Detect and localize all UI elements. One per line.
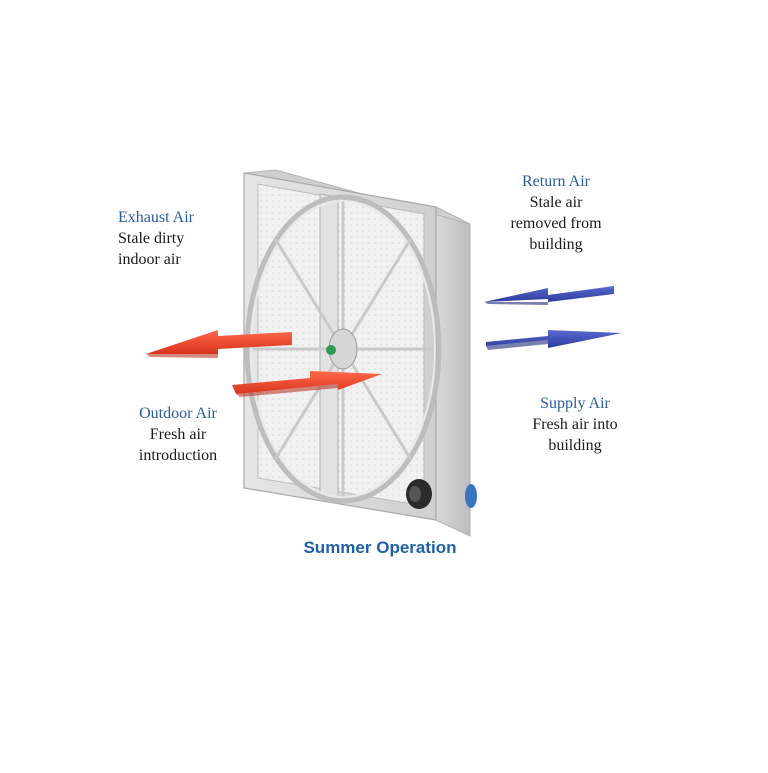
supply-air-title: Supply Air (540, 395, 610, 412)
supply-air-line-1: Fresh air into (532, 416, 618, 433)
return-air-line-1: Stale air (529, 194, 583, 211)
drive-motor-icon (406, 479, 477, 509)
exhaust-air-line-1: Stale dirty (118, 230, 185, 247)
exhaust-air-line-2: indoor air (118, 251, 181, 268)
rotating-wheel (244, 194, 442, 504)
caption-text: Summer Operation (303, 538, 457, 557)
supply-air-label: Supply Air Fresh air into building (520, 393, 630, 456)
frame-side-panel (435, 206, 471, 537)
hub-indicator-icon (326, 345, 336, 355)
exhaust-air-label: Exhaust Air Stale dirty indoor air (118, 207, 194, 270)
outdoor-air-line-2: introduction (138, 447, 218, 464)
operation-mode-caption: Summer Operation (0, 538, 768, 558)
outdoor-air-arrow (232, 371, 382, 397)
return-air-arrow (484, 286, 614, 305)
exhaust-air-title: Exhaust Air (118, 209, 194, 226)
return-air-label: Return Air Stale air removed from buildi… (496, 171, 616, 255)
outdoor-air-line-1: Fresh air (149, 426, 207, 443)
return-air-line-3: building (529, 236, 583, 253)
supply-air-arrow (486, 330, 622, 350)
return-air-line-2: removed from (510, 215, 602, 232)
outdoor-air-title: Outdoor Air (139, 405, 217, 422)
outdoor-air-label: Outdoor Air Fresh air introduction (128, 403, 228, 466)
exhaust-air-arrow (146, 330, 292, 358)
return-air-title: Return Air (522, 173, 590, 190)
supply-air-line-2: building (548, 437, 602, 454)
